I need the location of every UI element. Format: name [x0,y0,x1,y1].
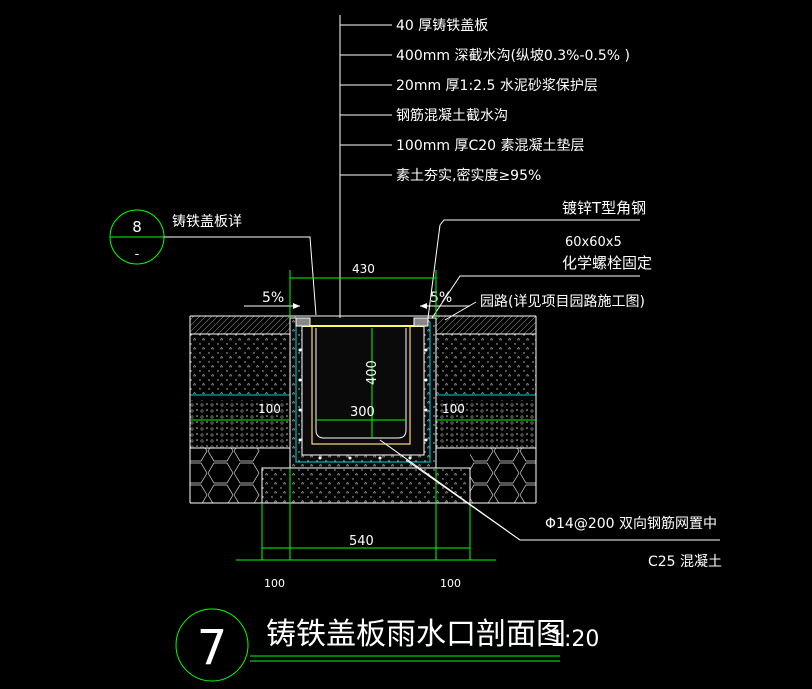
dimension-lines [190,270,536,561]
callout-mortar-layer: 20mm 厚1:2.5 水泥砂浆保护层 [396,78,598,94]
note-rebar: Φ14@200 双向钢筋网置中 [545,515,717,532]
callout-compacted-soil: 素土夯实,密实度≥95% [396,167,541,184]
angle-steel-right [413,317,429,327]
rebar-leader-2 [405,459,521,541]
detail-sheet: - [135,247,140,262]
detail-leader [164,236,317,316]
dim-bottom-right: 100 [440,577,461,590]
dim-right-side: 100 [442,402,465,416]
callout-ticks [340,24,392,176]
note-road: 园路(详见项目园路施工图) [480,294,645,310]
title-number: 7 [197,620,228,676]
note-angle-size: 60x60x5 [565,235,622,250]
callout-concrete-cushion: 100mm 厚C20 素混凝土垫层 [396,138,585,154]
mortar-lining [311,326,411,445]
soil-left [190,448,260,503]
callout-rc-trench: 钢筋混凝土截水沟 [396,107,508,124]
bolt-leader [431,275,640,319]
note-bolt: 化学螺栓固定 [562,254,652,272]
slope-left-arrowhead [293,303,300,309]
base-right [436,334,536,394]
callout-trench-depth: 400mm 深截水沟(纵坡0.3%-0.5% ) [396,48,630,64]
slope-right: 5% [430,290,452,306]
trench-channel [315,328,407,439]
title-text: 铸铁盖板雨水口剖面图 [266,617,566,652]
callout-cover-plate: 40 厚铸铁盖板 [396,18,488,34]
dim-depth: 400 [365,360,380,385]
paving-left [190,316,300,334]
dim-left-side: 100 [258,402,281,416]
subbase-right [436,400,536,448]
dim-base-width: 540 [349,534,374,549]
dim-bottom-left: 100 [264,577,285,590]
soil-right [470,448,536,503]
title-scale: 1:20 [550,627,599,652]
slope-left: 5% [262,290,284,306]
subbase-left [190,400,300,448]
base-left [190,334,300,394]
dim-top-width: 430 [352,262,375,276]
dim-inner-width: 300 [350,405,375,420]
detail-number: 8 [132,218,142,236]
title-bubble [175,608,249,682]
detail-label: 铸铁盖板详 [172,214,242,230]
paving-right [436,316,536,334]
slope-right-arrowhead [420,303,427,309]
angle-steel-leader [439,219,640,226]
concrete-cushion [261,467,471,504]
note-concrete: C25 混凝土 [648,554,722,570]
note-angle-steel: 镀锌T型角钢 [562,199,646,217]
angle-steel-leader-2 [427,224,441,319]
rebar-outline [295,322,431,463]
angle-steel-left [295,317,311,327]
rebar-dots [298,348,428,460]
